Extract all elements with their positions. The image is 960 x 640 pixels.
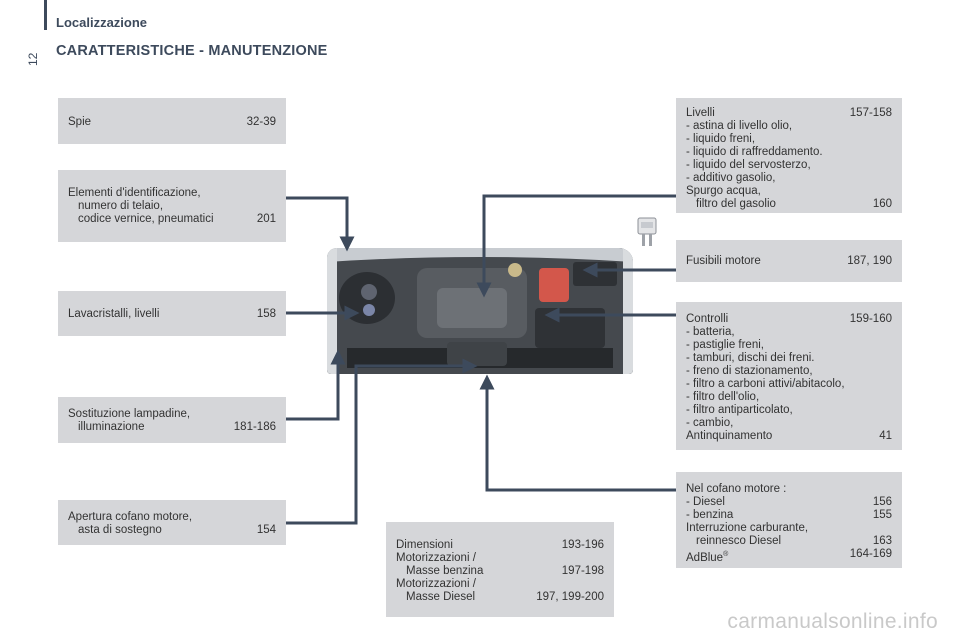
lampadine-line-2: illuminazione: [78, 421, 145, 433]
livelli-item: - astina di livello olio,: [686, 120, 793, 132]
lavacristalli-pages: 158: [256, 308, 276, 320]
spurgo-line-2: filtro del gasolio: [696, 198, 776, 210]
section-title: Localizzazione: [56, 15, 148, 30]
interruzione-pages: 163: [872, 535, 892, 547]
controlli-item: - batteria,: [686, 326, 735, 338]
motorizzazioni-diesel-pages: 197, 199-200: [536, 591, 604, 603]
diesel-label: - Diesel: [686, 496, 725, 508]
diesel-pages: 156: [872, 496, 892, 508]
antinquinamento-label: Antinquinamento: [686, 430, 773, 442]
box-sostituzione-lampadine: Sostituzione lampadine, illuminazione 181…: [58, 397, 286, 443]
elementi-line-3: codice vernice, pneumatici: [78, 213, 214, 225]
spie-pages: 32-39: [246, 116, 276, 128]
adblue-label: AdBlue: [686, 551, 724, 564]
motorizzazioni-diesel-line-1: Motorizzazioni /: [396, 578, 476, 590]
header-accent-bar: [44, 0, 47, 30]
interruzione-line-2: reinnesco Diesel: [696, 535, 782, 547]
spurgo-pages: 160: [872, 198, 892, 210]
registered-mark: ®: [723, 551, 729, 558]
lampadine-line-1: Sostituzione lampadine,: [68, 408, 191, 420]
livelli-item: - liquido di raffreddamento.: [686, 146, 823, 158]
fusibili-label: Fusibili motore: [686, 255, 761, 267]
watermark: carmanualsonline.info: [727, 610, 938, 633]
controlli-item: - tamburi, dischi dei freni.: [686, 352, 815, 364]
elementi-line-1: Elementi d'identificazione,: [68, 187, 201, 199]
elementi-line-2: numero di telaio,: [78, 200, 164, 212]
box-elementi-identificazione: Elementi d'identificazione, numero di te…: [58, 170, 286, 242]
spurgo-line-1: Spurgo acqua,: [686, 185, 761, 197]
box-nel-cofano-motore: Nel cofano motore : - Diesel 156 - benzin…: [676, 472, 902, 568]
box-spie: Spie 32-39: [58, 98, 286, 144]
controlli-item: - filtro dell'olio,: [686, 391, 760, 403]
controlli-item: - pastiglie freni,: [686, 339, 764, 351]
spie-label: Spie: [68, 116, 92, 128]
livelli-label: Livelli: [686, 107, 715, 119]
controlli-label: Controlli: [686, 313, 729, 325]
livelli-pages: 157-158: [849, 107, 892, 119]
lampadine-pages: 181-186: [233, 421, 276, 433]
controlli-item: - freno di stazionamento,: [686, 365, 813, 377]
cofano-pages: 154: [256, 524, 276, 536]
fuse-icon: [637, 217, 657, 246]
livelli-item: - liquido del servosterzo,: [686, 159, 811, 171]
motorizzazioni-benzina-line-2: Masse benzina: [406, 565, 484, 577]
elementi-pages: 201: [256, 213, 276, 225]
cofano-line-1: Apertura cofano motore,: [68, 511, 193, 523]
controlli-item: - filtro a carboni attivi/abitacolo,: [686, 378, 845, 390]
interruzione-line-1: Interruzione carburante,: [686, 522, 809, 534]
box-dimensioni-motorizzazioni: Dimensioni 193-196 Motorizzazioni / Masse…: [386, 522, 614, 617]
motorizzazioni-diesel-line-2: Masse Diesel: [406, 591, 476, 603]
controlli-item: - cambio,: [686, 417, 734, 429]
motorizzazioni-benzina-line-1: Motorizzazioni /: [396, 552, 476, 564]
dimensioni-pages: 193-196: [561, 539, 604, 551]
box-livelli: Livelli 157-158 - astina di livello olio,…: [676, 98, 902, 213]
benzina-label: - benzina: [686, 509, 734, 521]
dimensioni-label: Dimensioni: [396, 539, 453, 551]
nel-cofano-label: Nel cofano motore :: [686, 483, 787, 495]
controlli-item: - filtro antiparticolato,: [686, 404, 793, 416]
antinquinamento-pages: 41: [879, 430, 892, 442]
page-title: CARATTERISTICHE - MANUTENZIONE: [56, 43, 328, 59]
motorizzazioni-benzina-pages: 197-198: [561, 565, 604, 577]
box-lavacristalli: Lavacristalli, livelli 158: [58, 291, 286, 336]
livelli-item: - additivo gasolio,: [686, 172, 776, 184]
livelli-item: - liquido freni,: [686, 133, 756, 145]
box-fusibili-motore: Fusibili motore 187, 190: [676, 240, 902, 282]
box-controlli: Controlli 159-160 - batteria, - pastiglie…: [676, 302, 902, 450]
box-apertura-cofano: Apertura cofano motore, asta di sostegno…: [58, 500, 286, 545]
lavacristalli-label: Lavacristalli, livelli: [68, 308, 160, 320]
benzina-pages: 155: [872, 509, 892, 521]
fusibili-pages: 187, 190: [847, 255, 892, 267]
cofano-line-2: asta di sostegno: [78, 524, 162, 536]
controlli-pages: 159-160: [849, 313, 892, 325]
adblue-pages: 164-169: [849, 548, 892, 560]
